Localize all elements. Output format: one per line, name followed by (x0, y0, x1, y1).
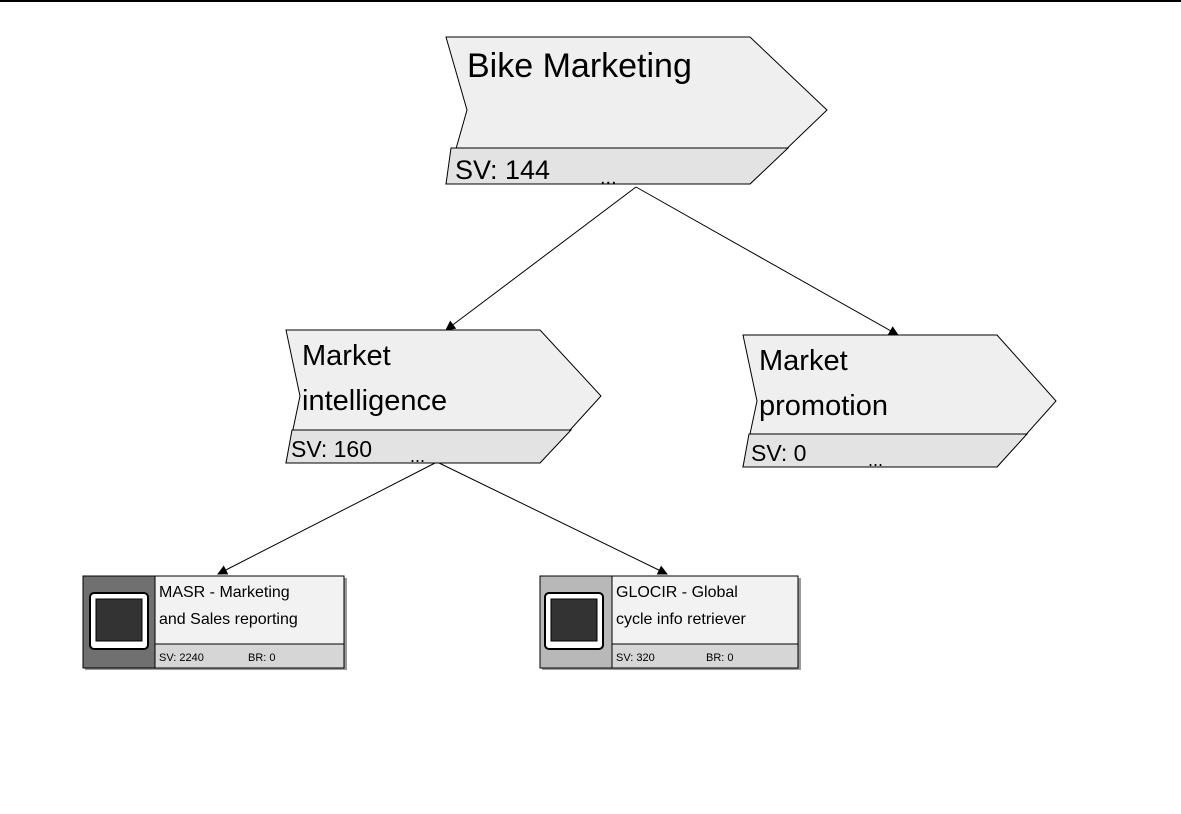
app-info-band (154, 643, 345, 669)
node-title-line1: Market (759, 345, 848, 377)
value-chain-bike-marketing[interactable]: Bike Marketing SV: 144 ... (445, 36, 828, 189)
node-title-line2: promotion (759, 390, 888, 422)
sv-value: SV: 2240 (159, 652, 204, 664)
sv-value: SV: 160 (291, 436, 372, 462)
app-name-line1: GLOCIR - Global (616, 584, 738, 601)
connectors (217, 186, 899, 575)
br-value: BR: 0 (706, 652, 734, 664)
sv-value: SV: 320 (616, 652, 655, 664)
edge-intelligence-to-glocir[interactable] (436, 461, 668, 575)
app-info-band (611, 643, 799, 669)
computer-monitor-icon (89, 592, 149, 650)
application-glocir[interactable]: GLOCIR - Global cycle info retriever SV:… (539, 575, 801, 670)
app-name-line2: cycle info retriever (616, 611, 746, 628)
node-title-line1: Market (302, 340, 391, 372)
value-chain-market-intelligence[interactable]: Market intelligence SV: 160 ... (285, 329, 602, 466)
sv-value: SV: 0 (751, 440, 806, 466)
edge-bike-to-intelligence[interactable] (445, 186, 637, 331)
node-title-line2: intelligence (302, 385, 447, 417)
app-name-line1: MASR - Marketing (159, 584, 290, 601)
app-name-line2: and Sales reporting (159, 611, 298, 628)
br-value: BR: 0 (248, 652, 276, 664)
more-indicator[interactable]: ... (410, 446, 425, 466)
computer-monitor-icon (544, 592, 604, 650)
chevron-sv-band (742, 433, 1029, 468)
chevron-sv-band (445, 147, 790, 185)
sv-value: SV: 144 (455, 155, 550, 185)
chevron-sv-band (285, 429, 573, 464)
more-indicator[interactable]: ... (600, 167, 617, 189)
node-title: Bike Marketing (467, 47, 692, 85)
edge-bike-to-promotion[interactable] (635, 186, 899, 336)
more-indicator[interactable]: ... (868, 450, 883, 470)
application-masr[interactable]: MASR - Marketing and Sales reporting SV:… (82, 575, 347, 670)
value-chain-market-promotion[interactable]: Market promotion SV: 0 ... (742, 334, 1057, 470)
edge-intelligence-to-masr[interactable] (217, 461, 438, 575)
